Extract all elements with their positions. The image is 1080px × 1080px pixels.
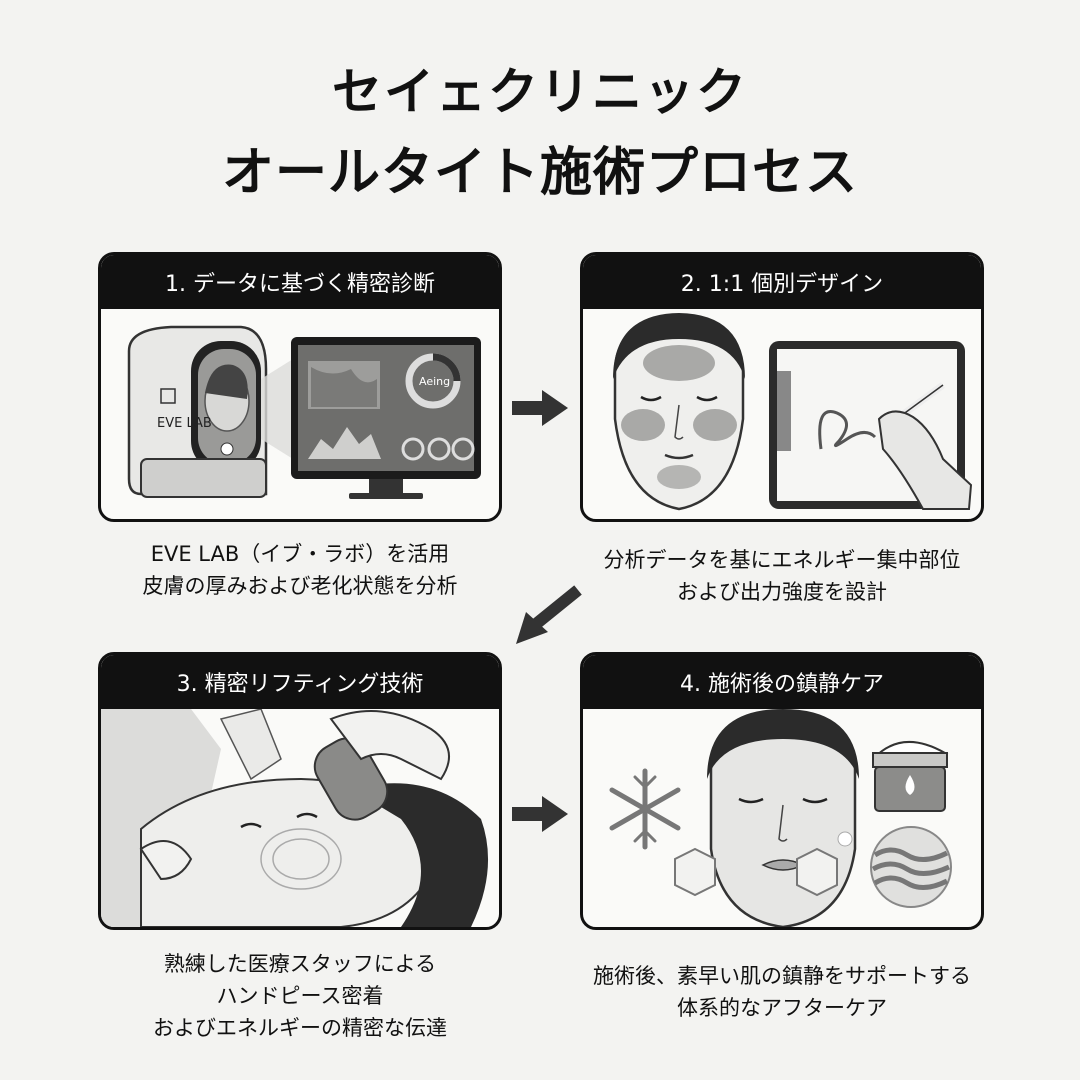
step-2-caption: 分析データを基にエネルギー集中部位 および出力強度を設計 — [560, 544, 1004, 608]
step-2-caption-line1: 分析データを基にエネルギー集中部位 — [603, 548, 961, 572]
step-1-caption: EVE LAB（イブ・ラボ）を活用 皮膚の厚みおよび老化状態を分析 — [98, 538, 502, 602]
step-2-caption-line2: および出力強度を設計 — [677, 580, 887, 604]
tablet-illustration — [769, 341, 973, 510]
step-4-header: 4. 施術後の鎮静ケア — [583, 655, 981, 709]
step-4-caption: 施術後、素早い肌の鎮静をサポートする 体系的なアフターケア — [560, 960, 1004, 1024]
device-label: EVE LAB — [157, 416, 212, 431]
step-3-caption-line3: およびエネルギーの精密な伝達 — [153, 1016, 447, 1040]
step-2-header: 2. 1:1 個別デザイン — [583, 255, 981, 309]
cream-jar-icon — [872, 741, 949, 812]
wave-icon — [870, 826, 952, 908]
step-4-caption-line1: 施術後、素早い肌の鎮静をサポートする — [593, 964, 971, 988]
page-title-line2: オールタイト施術プロセス — [221, 143, 858, 203]
page-title-line1: セイェクリニック — [332, 63, 748, 121]
diagnosis-illustration: EVE LAB Aeing — [101, 309, 499, 519]
snowflake-icon — [609, 768, 681, 850]
step-3-caption-line1: 熟練した医療スタッフによる — [163, 952, 437, 976]
arrow-down-left-icon — [516, 585, 582, 644]
arrow-right-icon — [512, 796, 568, 832]
treatment-illustration — [101, 709, 489, 927]
lifting-illustration — [101, 709, 499, 927]
face-mask-illustration — [707, 709, 859, 927]
step-3-caption: 熟練した医療スタッフによる ハンドピース密着 およびエネルギーの精密な伝達 — [98, 948, 502, 1044]
step-3-caption-line2: ハンドピース密着 — [216, 984, 384, 1008]
step-3-card: 3. 精密リフティング技術 — [98, 652, 502, 930]
step-1-caption-line1: EVE LAB（イブ・ラボ）を活用 — [150, 542, 450, 566]
step-4-caption-line2: 体系的なアフターケア — [677, 996, 887, 1020]
aftercare-illustration — [583, 709, 981, 927]
step-1-header: 1. データに基づく精密診断 — [101, 255, 499, 309]
step-3-header: 3. 精密リフティング技術 — [101, 655, 499, 709]
screen-label: Aeing — [419, 375, 450, 388]
step-1-card: 1. データに基づく精密診断 EVE LAB — [98, 252, 502, 522]
step-1-caption-line2: 皮膚の厚みおよび老化状態を分析 — [142, 574, 458, 598]
face-illustration — [613, 313, 745, 511]
analysis-monitor: Aeing — [291, 337, 481, 499]
eve-lab-machine: EVE LAB — [127, 325, 268, 498]
step-2-card: 2. 1:1 個別デザイン — [580, 252, 984, 522]
design-illustration — [583, 309, 981, 519]
ice-cube-icon — [674, 831, 853, 897]
arrow-right-icon — [512, 390, 568, 426]
step-4-card: 4. 施術後の鎮静ケア — [580, 652, 984, 930]
